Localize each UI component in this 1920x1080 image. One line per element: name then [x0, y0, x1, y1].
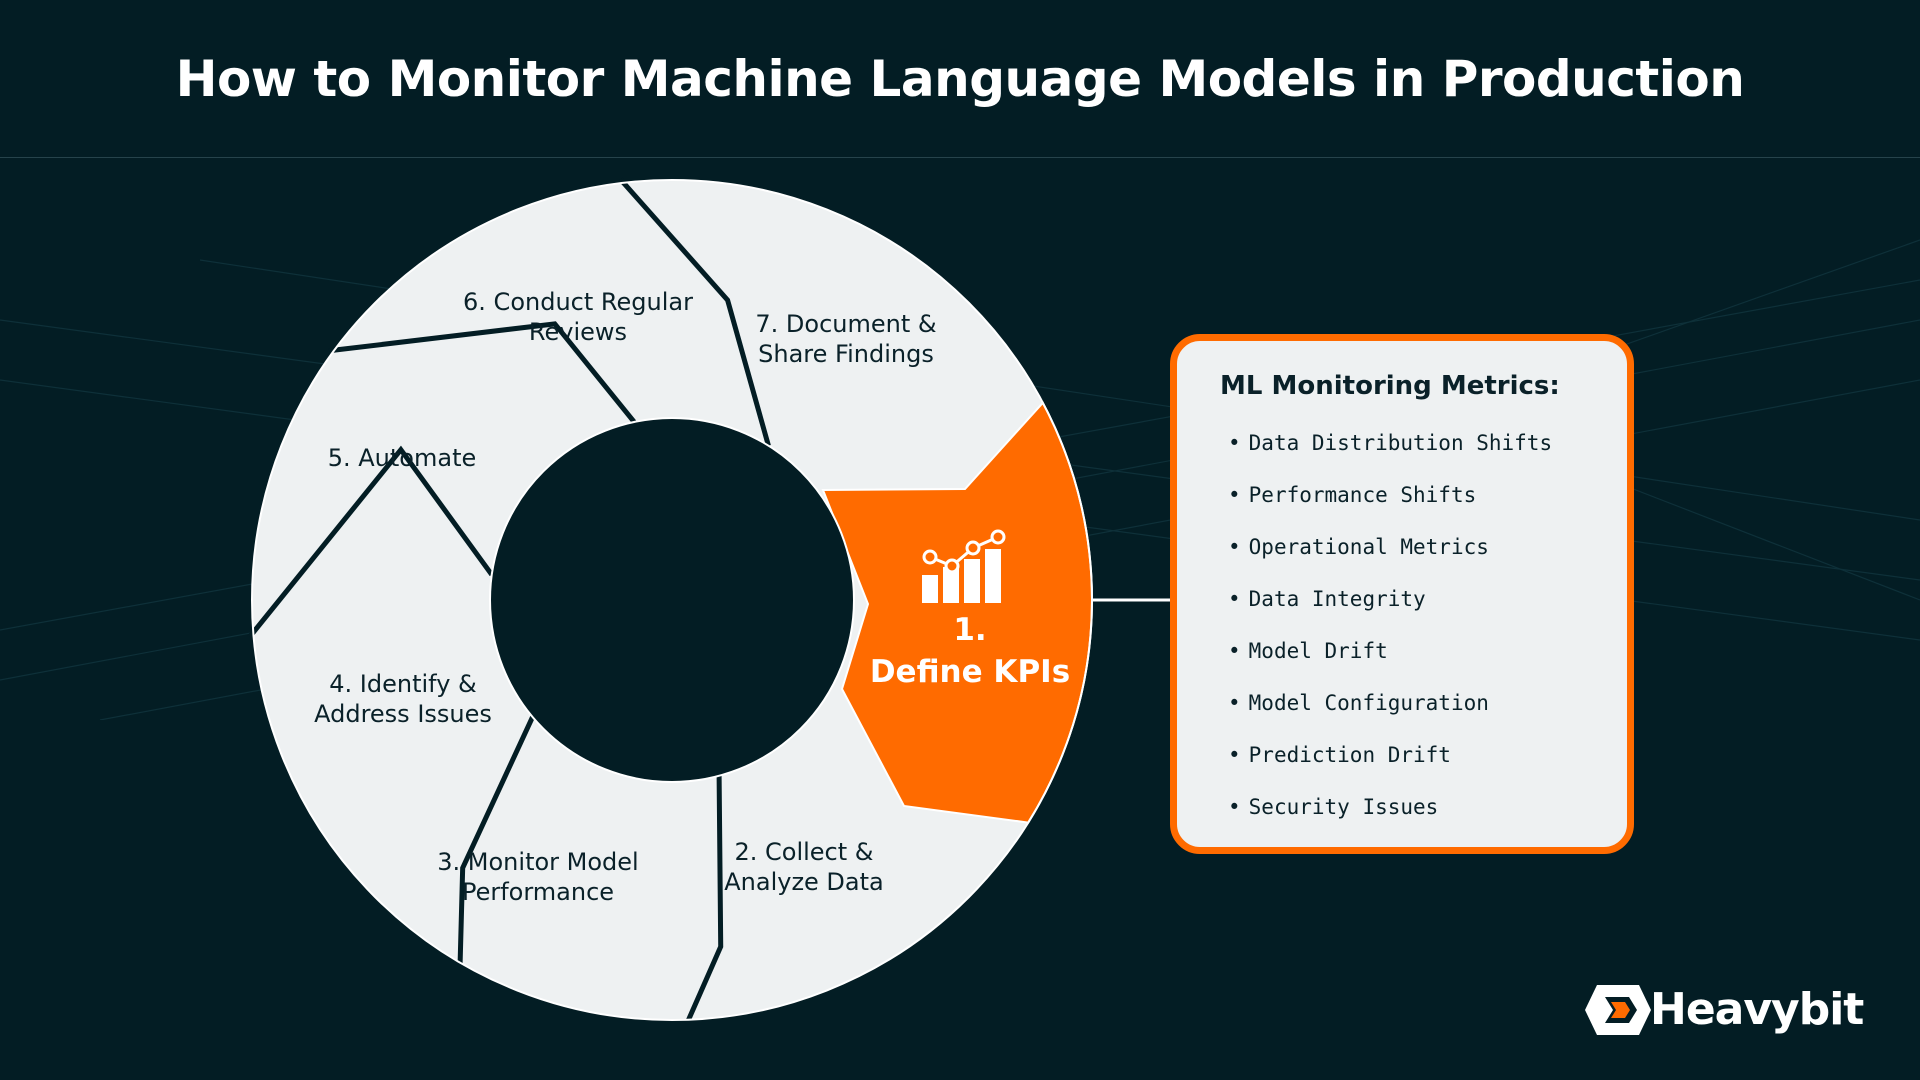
page-title: How to Monitor Machine Language Models i… — [175, 50, 1745, 108]
metric-label: Performance Shifts — [1248, 483, 1477, 507]
step-4-label: 4. Identify &Address Issues — [314, 670, 492, 728]
step-label-line: Address Issues — [314, 700, 492, 728]
chart-icon — [922, 529, 1006, 603]
step-7-label: 7. Document &Share Findings — [755, 310, 936, 368]
metric-item: •Model Configuration — [1228, 691, 1489, 715]
step-label-line: 5. Automate — [328, 444, 477, 472]
metric-label: Operational Metrics — [1248, 535, 1489, 559]
step-2-label: 2. Collect &Analyze Data — [724, 838, 884, 896]
step-label-line: 4. Identify & — [329, 670, 476, 698]
step-label-line: Define KPIs — [870, 654, 1070, 690]
step-label-line: 3. Monitor Model — [437, 848, 638, 876]
step-label-line: 1. — [953, 612, 986, 648]
metric-label: Model Drift — [1248, 639, 1388, 663]
metric-label: Data Integrity — [1248, 587, 1426, 611]
segment-divider — [457, 715, 535, 968]
step-label-line: Reviews — [529, 318, 627, 346]
metric-label: Model Configuration — [1248, 691, 1489, 715]
step-label-line: Share Findings — [758, 340, 934, 368]
step-1-label: 1. Define KPIs — [870, 612, 1070, 690]
metric-item: •Data Integrity — [1228, 587, 1426, 611]
segment-divider — [618, 177, 771, 447]
segment-divider — [684, 775, 724, 1025]
metric-item: •Operational Metrics — [1228, 535, 1489, 559]
step-label-line: Analyze Data — [724, 868, 884, 896]
metric-label: Prediction Drift — [1248, 743, 1451, 767]
metric-label: Data Distribution Shifts — [1248, 431, 1553, 455]
step-label-line: 7. Document & — [755, 310, 936, 338]
metric-item: •Security Issues — [1228, 795, 1439, 819]
step-label-line: Performance — [462, 878, 614, 906]
metric-item: •Prediction Drift — [1228, 743, 1451, 767]
header-divider — [0, 157, 1920, 158]
metrics-title: ML Monitoring Metrics: — [1220, 371, 1560, 401]
metric-item: •Model Drift — [1228, 639, 1388, 663]
metrics-list: •Data Distribution Shifts •Performance S… — [1220, 417, 1627, 833]
metrics-panel: ML Monitoring Metrics: •Data Distributio… — [1170, 334, 1634, 854]
metric-item: •Data Distribution Shifts — [1228, 431, 1553, 455]
step-label-line: 6. Conduct Regular — [463, 288, 693, 316]
cycle-center-hole — [489, 417, 855, 783]
step-5-label: 5. Automate — [328, 444, 477, 472]
brand-name: Heavybit — [1650, 984, 1864, 1035]
segment-divider — [328, 321, 637, 424]
metric-label: Security Issues — [1248, 795, 1439, 819]
metric-item: •Performance Shifts — [1228, 483, 1477, 507]
heavybit-logo-icon — [1585, 985, 1651, 1035]
segment-divider — [247, 445, 494, 639]
step-label-line: 2. Collect & — [734, 838, 873, 866]
